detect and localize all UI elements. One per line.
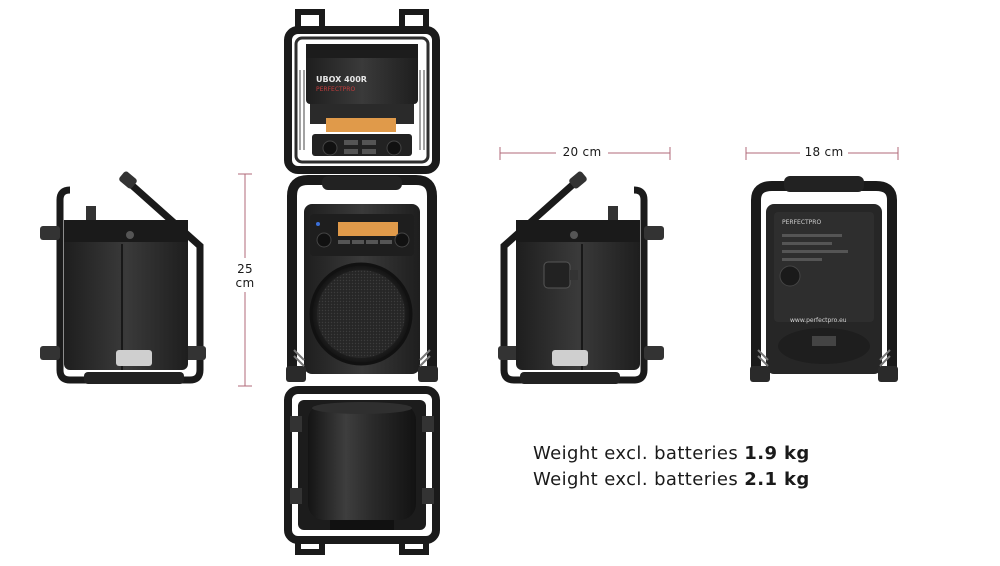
front-left-knob (316, 232, 332, 248)
bottom-battery-compartment (308, 404, 416, 520)
weight-line-1: Weight excl. batteries 1.9 kg (533, 441, 810, 467)
weight-specs: Weight excl. batteries 1.9 kg Weight exc… (533, 441, 810, 493)
front-lcd-display (338, 222, 398, 236)
height-dimension-line (238, 173, 252, 387)
dc-input-jack (779, 265, 801, 287)
height-label: 25 cm (232, 262, 258, 290)
back-view: PERFECTPRO www.perfectpro.eu (750, 176, 898, 382)
back-brand-label: PERFECTPRO (782, 219, 821, 226)
weight-1-text: Weight excl. batteries (533, 443, 745, 464)
top-left-knob (322, 140, 338, 156)
top-model-label: UBOX 400R (316, 75, 367, 84)
top-right-knob (386, 140, 402, 156)
front-handle (322, 176, 402, 190)
side-port-cover (543, 261, 571, 289)
width-label: 20 cm (562, 145, 602, 159)
back-handle (784, 176, 864, 192)
front-view (286, 175, 438, 382)
left-side-view (40, 171, 206, 384)
top-view: UBOX 400R PERFECTPRO (284, 9, 440, 174)
weight-2-text: Weight excl. batteries (533, 469, 745, 490)
height-label-value: 25 (237, 262, 253, 276)
depth-dimension-line (745, 147, 899, 160)
right-side-view (498, 171, 664, 384)
weight-line-2: Weight excl. batteries 2.1 kg (533, 467, 810, 493)
bottom-view (284, 386, 440, 555)
weight-1-value: 1.9 kg (744, 443, 810, 464)
front-right-knob (394, 232, 410, 248)
weight-2-value: 2.1 kg (744, 469, 810, 490)
top-lcd-display (326, 118, 396, 132)
depth-label: 18 cm (804, 145, 844, 159)
back-website-label: www.perfectpro.eu (790, 317, 847, 324)
top-brand-label: PERFECTPRO (316, 86, 355, 93)
width-dimension-line (499, 147, 671, 160)
height-label-unit: cm (235, 276, 255, 290)
